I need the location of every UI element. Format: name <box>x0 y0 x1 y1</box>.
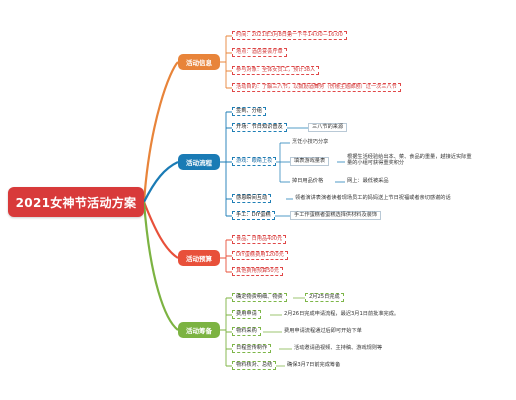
process-opening[interactable]: 开场：节日知识普及 <box>232 123 287 132</box>
process-diy-cake-detail[interactable]: 手工作蛋糕者蛋糕选择供材料及装饰 <box>290 211 382 220</box>
connector-prep-details <box>263 297 305 367</box>
prep-promo-detail[interactable]: 活动邀请函视频、主持稿、游戏规则等 <box>292 344 385 353</box>
connector-budget-leaves <box>220 239 232 273</box>
info-time[interactable]: 时间：2021年3月8日第一下午14:00—16:00 <box>232 31 347 40</box>
process-game-price[interactable]: 掉日用品价格 <box>290 177 326 186</box>
branch-activity-budget[interactable]: 活动预算 <box>178 250 220 266</box>
branch-activity-prep[interactable]: 活动筹备 <box>178 322 220 338</box>
process-diy-cake[interactable]: 手工：DIY蛋糕 <box>232 211 275 220</box>
branch-activity-process[interactable]: 活动流程 <box>178 154 220 170</box>
budget-diy-cake[interactable]: DIY蛋糕费用1200元 <box>232 251 288 260</box>
prep-promo[interactable]: 日程宣传制作 <box>232 344 272 353</box>
central-topic[interactable]: 2021女神节活动方案 <box>8 187 144 217</box>
budget-food[interactable]: 食品、日用品400元 <box>232 235 287 244</box>
info-purpose[interactable]: 活动目的：了解三八节，以鼓励酒舞劳（伤徳主题廊剧）过一次三八节 <box>232 83 401 92</box>
prep-materials-deadline[interactable]: 2月25日完成 <box>305 293 344 302</box>
prep-review-detail[interactable]: 确保3月7日前完成筹备 <box>285 361 343 370</box>
prep-budget-request-detail[interactable]: 2月26日完成申请流程，最迟3月1日前批准完成。 <box>282 310 402 319</box>
process-gratitude-detail[interactable]: 领者演讲表演者读者现场员工的妈妈送上节日祝福或者亲切感谢的话 <box>293 194 453 203</box>
info-participants[interactable]: 参与对象：全体女员工，预计38人 <box>232 66 320 75</box>
process-game-form-detail[interactable]: 根据生活经验给出本、菜、食品的重量，越接近实际重量的小组可获得重奖积分 <box>345 154 475 168</box>
connector-center-to-info <box>142 61 179 203</box>
connector-center-to-process <box>143 161 179 203</box>
info-location[interactable]: 地点：酒店宴会厅草 <box>232 48 287 57</box>
prep-budget-request[interactable]: 费用申请 <box>232 310 261 319</box>
connector-process-leaves <box>220 111 232 217</box>
connector-prep-leaves <box>220 297 232 367</box>
process-gratitude[interactable]: 感恩瞬间互动 <box>232 194 272 203</box>
branch-activity-info[interactable]: 活动信息 <box>178 54 220 70</box>
process-game-form[interactable]: 填表游戏量表 <box>290 157 330 166</box>
connector-info-leaves <box>220 35 232 89</box>
connector-process-detail-4 <box>273 198 293 217</box>
prep-materials[interactable]: 确定物资明细、物资 <box>232 293 287 302</box>
process-game[interactable]: 游戏：眼睛上妆 <box>232 157 277 166</box>
process-game-tips[interactable]: 烹饪小技巧分享 <box>290 138 331 147</box>
prep-purchase-detail[interactable]: 费用申请流程通过后即可开始下单 <box>282 327 364 336</box>
process-opening-detail[interactable]: 三八节的来源 <box>308 123 348 132</box>
connector-process-detail-3 <box>335 161 345 183</box>
connector-center-to-budget <box>142 201 179 259</box>
prep-purchase[interactable]: 物料采购 <box>232 327 261 336</box>
prep-review[interactable]: 物料核对、总结 <box>232 361 277 370</box>
process-signin[interactable]: 签到、分组 <box>232 107 266 116</box>
process-game-price-detail[interactable]: 网上：最低被采品 <box>345 177 391 186</box>
budget-other[interactable]: 其他费用预算50元 <box>232 267 283 276</box>
connector-center-to-prep <box>142 201 179 331</box>
